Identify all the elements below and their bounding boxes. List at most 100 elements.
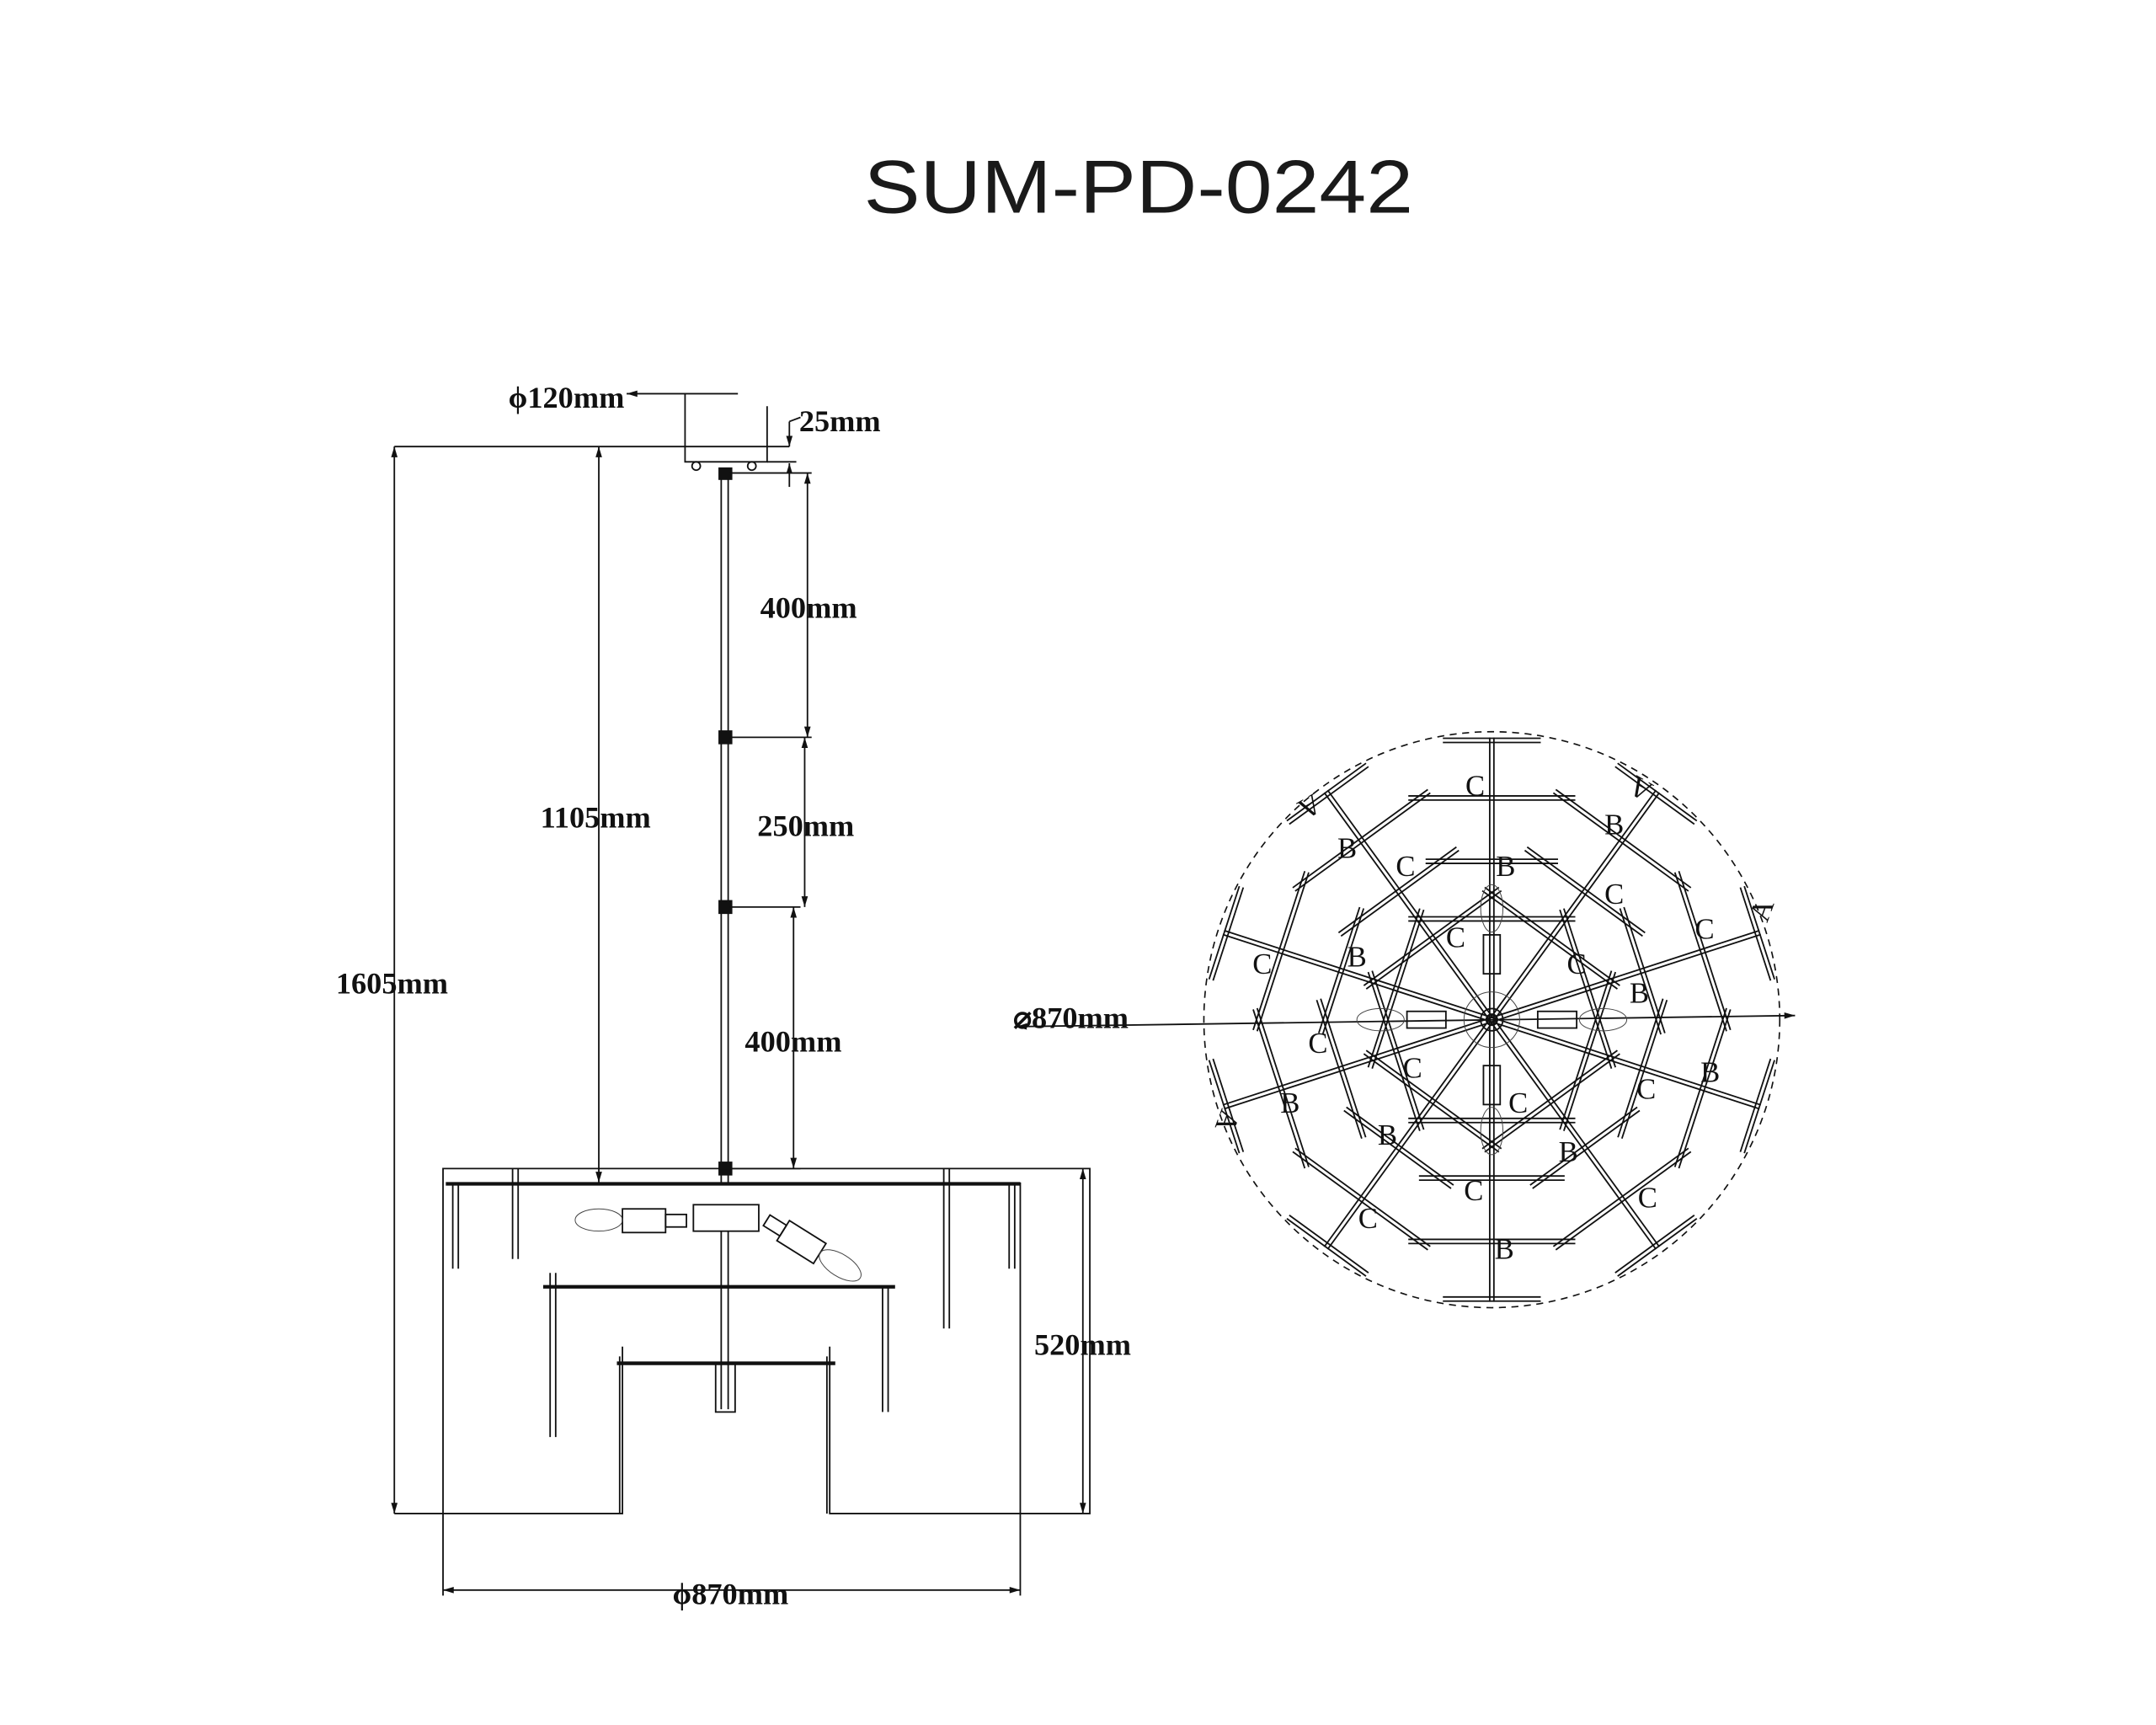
center-hub [692, 1204, 760, 1232]
drop-length-label: 1105mm [541, 801, 651, 835]
spoke [1492, 1017, 1762, 1106]
part-label-b: B [1280, 1087, 1299, 1119]
spoke [1222, 933, 1492, 1023]
glass-plate [1252, 870, 1306, 1031]
glass-plate [1337, 846, 1457, 934]
glass-plate [1673, 1007, 1727, 1167]
part-label-c: C [1308, 1027, 1327, 1060]
rod-joint [718, 900, 733, 915]
elevation-view: ϕ120mm 25mm 400mm 1105mm 250mm 1605mm 40… [336, 381, 1131, 1610]
fixture-outline [394, 1167, 1091, 1596]
glass-plate [1555, 788, 1692, 889]
part-label-c: C [1396, 850, 1415, 883]
glass-plate [1286, 762, 1367, 822]
part-label-c: C [1636, 1072, 1656, 1105]
bulb [1480, 1107, 1504, 1156]
part-label-b: B [1495, 1232, 1514, 1265]
glass-plate [1320, 998, 1367, 1138]
glass-plate [1617, 762, 1698, 822]
plan-diameter-line [1016, 1012, 1796, 1030]
spoke [1323, 792, 1492, 1022]
glass-plate [1673, 872, 1727, 1032]
body-diameter-label: ϕ870mm [673, 1577, 789, 1610]
glass-plate [1252, 1009, 1306, 1169]
part-label-b: B [1496, 850, 1515, 883]
lamp-right [762, 1214, 862, 1282]
rod-1-label: 400mm [760, 590, 857, 624]
spoke [1326, 789, 1495, 1019]
glass-plate [1256, 1007, 1310, 1167]
glass-plate [1321, 908, 1365, 1035]
spoke [1224, 929, 1493, 1019]
glass-plate [1552, 792, 1689, 892]
lamp-socket [1480, 1065, 1504, 1156]
glass-plate [1484, 1053, 1620, 1153]
glass-plate [1365, 1049, 1502, 1150]
part-label-a: A [1293, 788, 1327, 826]
glass-plate [1529, 1106, 1638, 1186]
glass-plate [1363, 1053, 1500, 1153]
glass-plate [1614, 1215, 1695, 1274]
part-label-b: B [1630, 977, 1649, 1010]
spoke [1492, 792, 1661, 1022]
glass-plate [1617, 998, 1664, 1138]
glass-plate [1315, 999, 1363, 1140]
spoke [1489, 1020, 1657, 1250]
lamp-left [574, 1208, 687, 1234]
drawing-title: SUM-PD-0242 [864, 145, 1413, 229]
part-label-c: C [1638, 1181, 1657, 1214]
rod-2-label: 250mm [757, 809, 854, 843]
glass-plate [1563, 971, 1617, 1131]
glass-plate [1614, 766, 1695, 825]
part-label-c: C [1403, 1052, 1422, 1085]
glass-plate [1617, 1218, 1698, 1277]
glass-plate [1286, 1218, 1367, 1277]
part-label-c: C [1358, 1202, 1378, 1235]
glass-plate [1739, 1058, 1772, 1152]
glass-plate [1739, 887, 1772, 981]
glass-plate [1524, 849, 1643, 937]
part-label-c: C [1567, 948, 1587, 980]
spoke [1491, 1021, 1760, 1110]
glass-plate [1363, 886, 1500, 986]
spoke [1224, 1021, 1493, 1110]
glass-plate [1292, 788, 1428, 889]
part-label-c: C [1252, 948, 1272, 980]
glass-plate [1552, 1147, 1689, 1247]
socket-body [1482, 1065, 1502, 1106]
spoke [1492, 1017, 1661, 1247]
spoke [1326, 1020, 1495, 1250]
glass-plate [1289, 1215, 1369, 1274]
part-label-c: C [1464, 1174, 1483, 1207]
part-label-c: C [1604, 878, 1624, 911]
part-label-b: B [1604, 809, 1624, 841]
lamp-socket [1536, 1007, 1628, 1032]
hub-ring [1463, 991, 1520, 1049]
glass-plate [1678, 870, 1732, 1031]
rod-joint [718, 467, 733, 480]
lamp-socket [1480, 884, 1504, 975]
glass-plate [1294, 792, 1431, 892]
glass-plate [1289, 766, 1369, 825]
socket-body [1482, 933, 1502, 975]
canopy-diameter-label: ϕ120mm [509, 381, 625, 414]
spoke [1222, 1017, 1492, 1106]
socket-body [1406, 1010, 1447, 1029]
rod-3-label: 400mm [744, 1025, 841, 1059]
body-height-label: 520mm [1034, 1328, 1131, 1362]
bulb [1356, 1007, 1405, 1032]
spoke [1489, 789, 1657, 1019]
glass-plate [1623, 906, 1666, 1033]
part-label-c: C [1508, 1087, 1528, 1119]
glass-plate [1371, 909, 1425, 1069]
glass-plate [1559, 909, 1613, 1069]
glass-plate [1559, 970, 1613, 1130]
canopy-height-label: 25mm [799, 404, 881, 438]
glass-plate [1294, 1147, 1431, 1247]
glass-plate [1256, 872, 1310, 1032]
glass-plate [1208, 1060, 1241, 1154]
glass-plate [1526, 846, 1646, 934]
part-label-b: B [1348, 941, 1367, 974]
